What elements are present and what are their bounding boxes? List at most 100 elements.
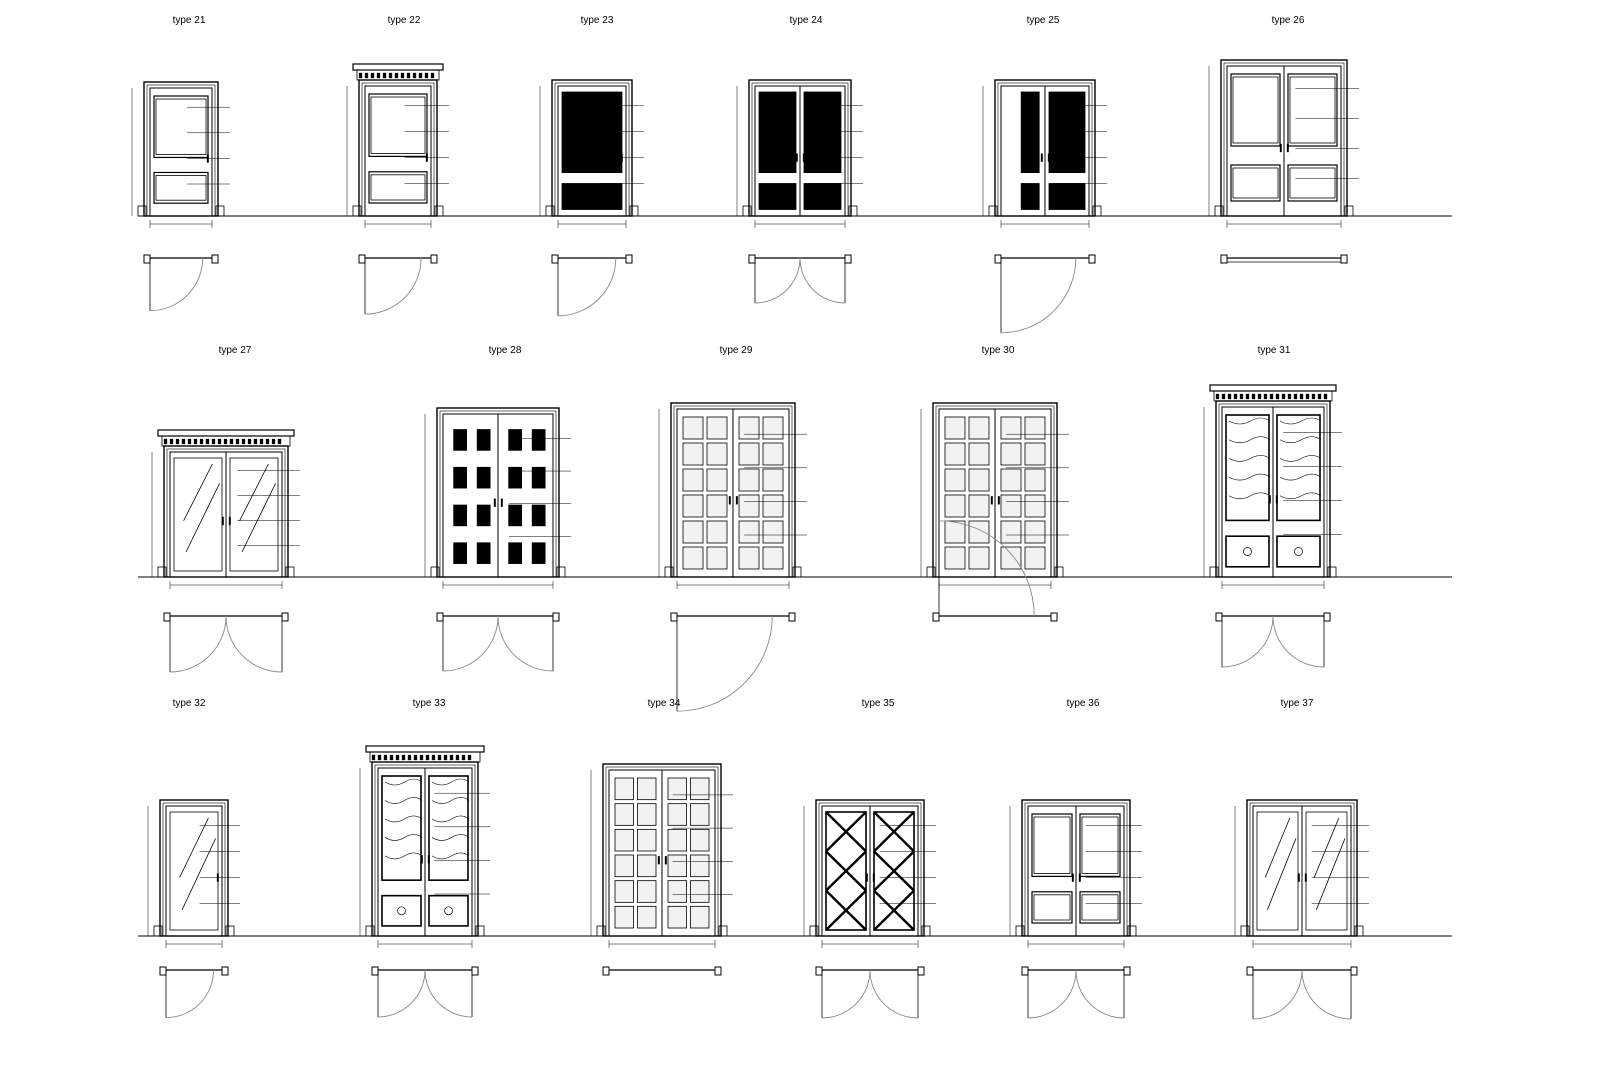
door-type-label: type 30 bbox=[982, 345, 1015, 356]
grid-cell bbox=[944, 546, 966, 570]
plan-swing-arc bbox=[1000, 257, 1077, 334]
wood-grain-line bbox=[384, 815, 423, 823]
door-leaf bbox=[1226, 65, 1285, 217]
plan-swing-arc bbox=[442, 615, 499, 672]
door-type-label: type 28 bbox=[489, 345, 522, 356]
upper-panel bbox=[1287, 73, 1338, 147]
grid-cell bbox=[738, 442, 760, 466]
plan-jamb-right bbox=[430, 254, 438, 264]
glass-reflection-line bbox=[179, 817, 209, 878]
grid-square bbox=[453, 542, 468, 564]
plinth-block-right bbox=[921, 925, 931, 937]
plinth-block-right bbox=[1092, 205, 1102, 217]
dentil bbox=[175, 438, 180, 445]
grid-cell bbox=[706, 442, 728, 466]
door-handle bbox=[735, 496, 738, 505]
door-leaf bbox=[165, 805, 223, 937]
plinth-block-right bbox=[792, 566, 802, 578]
door-handle bbox=[1304, 873, 1307, 882]
crown-cornice bbox=[1209, 384, 1337, 392]
carved-upper-panel bbox=[1276, 414, 1321, 522]
x-brace bbox=[825, 850, 867, 892]
dentil bbox=[1299, 393, 1304, 400]
plinth-block-right bbox=[225, 925, 235, 937]
crown-frieze bbox=[1213, 390, 1333, 402]
carved-upper-panel bbox=[1225, 414, 1270, 522]
glass-reflection-line bbox=[1264, 817, 1291, 878]
dentil bbox=[169, 438, 174, 445]
door-type-type-24: type 24 bbox=[736, 15, 863, 304]
dentil bbox=[371, 754, 376, 761]
dentil bbox=[253, 438, 258, 445]
carved-lower-panel bbox=[1276, 535, 1321, 568]
plan-jamb-left bbox=[748, 254, 756, 264]
door-handle bbox=[221, 516, 224, 526]
wood-grain-line bbox=[1279, 492, 1322, 500]
grid-cell bbox=[1000, 468, 1022, 492]
plinth-block-left bbox=[1015, 925, 1025, 937]
grid-square bbox=[476, 429, 491, 451]
lower-panel bbox=[1230, 164, 1281, 202]
door-handle bbox=[1078, 873, 1081, 882]
plinth-block-left bbox=[1214, 205, 1224, 217]
dentil bbox=[163, 438, 168, 445]
grid-cell bbox=[667, 905, 687, 929]
plan-jamb-right bbox=[917, 966, 925, 976]
dentil bbox=[1227, 393, 1232, 400]
door-leaf bbox=[1272, 406, 1325, 578]
grid-cell bbox=[667, 828, 687, 852]
dentil bbox=[406, 72, 411, 79]
door-handle bbox=[1040, 153, 1043, 162]
upper-panel bbox=[1230, 73, 1281, 147]
plinth-block-left bbox=[137, 205, 147, 217]
dentil bbox=[407, 754, 412, 761]
plinth-block-right bbox=[475, 925, 485, 937]
grid-cell bbox=[690, 854, 710, 878]
door-casing-inner bbox=[146, 84, 216, 217]
plan-swing-arc bbox=[165, 969, 215, 1019]
wood-grain-line bbox=[384, 852, 423, 860]
door-handle bbox=[500, 498, 503, 507]
grid-cell bbox=[1000, 546, 1022, 570]
dentil bbox=[187, 438, 192, 445]
plinth-block-right bbox=[434, 205, 444, 217]
grid-cell bbox=[762, 468, 784, 492]
dentil bbox=[389, 754, 394, 761]
door-leaf bbox=[869, 805, 919, 937]
grid-cell bbox=[614, 880, 634, 903]
wood-knot bbox=[1294, 547, 1303, 556]
plan-jamb-left bbox=[371, 966, 379, 976]
wood-grain-line bbox=[431, 778, 470, 786]
lower-louver-panel bbox=[803, 183, 842, 210]
wood-grain-line bbox=[1228, 455, 1271, 462]
grid-cell bbox=[682, 442, 704, 466]
plan-jamb-left bbox=[1246, 966, 1254, 976]
plan-swing-arc bbox=[225, 615, 283, 673]
door-type-label: type 32 bbox=[173, 698, 206, 709]
plan-jamb-right bbox=[625, 254, 633, 264]
door-leaf bbox=[364, 85, 432, 217]
dentil bbox=[461, 754, 466, 761]
plan-jamb-right bbox=[1050, 612, 1058, 622]
grid-cell bbox=[667, 777, 687, 801]
wood-grain-line bbox=[1279, 473, 1322, 481]
grid-square bbox=[508, 542, 523, 564]
door-leaf bbox=[377, 767, 426, 937]
wood-grain-line bbox=[1228, 417, 1271, 425]
dentil bbox=[455, 754, 460, 761]
plan-jamb-left bbox=[143, 254, 151, 264]
wood-grain-line bbox=[384, 834, 423, 841]
grid-square bbox=[508, 504, 523, 527]
plan-swing-arc bbox=[869, 969, 919, 1019]
plinth-block-right bbox=[1344, 205, 1354, 217]
grid-cell bbox=[968, 494, 990, 518]
door-leaf bbox=[1252, 805, 1303, 937]
glass-pane bbox=[169, 811, 219, 931]
door-leaf bbox=[1301, 805, 1352, 937]
grid-cell bbox=[944, 468, 966, 492]
lower-panel-inner bbox=[155, 175, 207, 201]
plan-jamb-left bbox=[1220, 254, 1228, 264]
plinth-block-left bbox=[157, 566, 167, 578]
dentil bbox=[364, 72, 369, 79]
